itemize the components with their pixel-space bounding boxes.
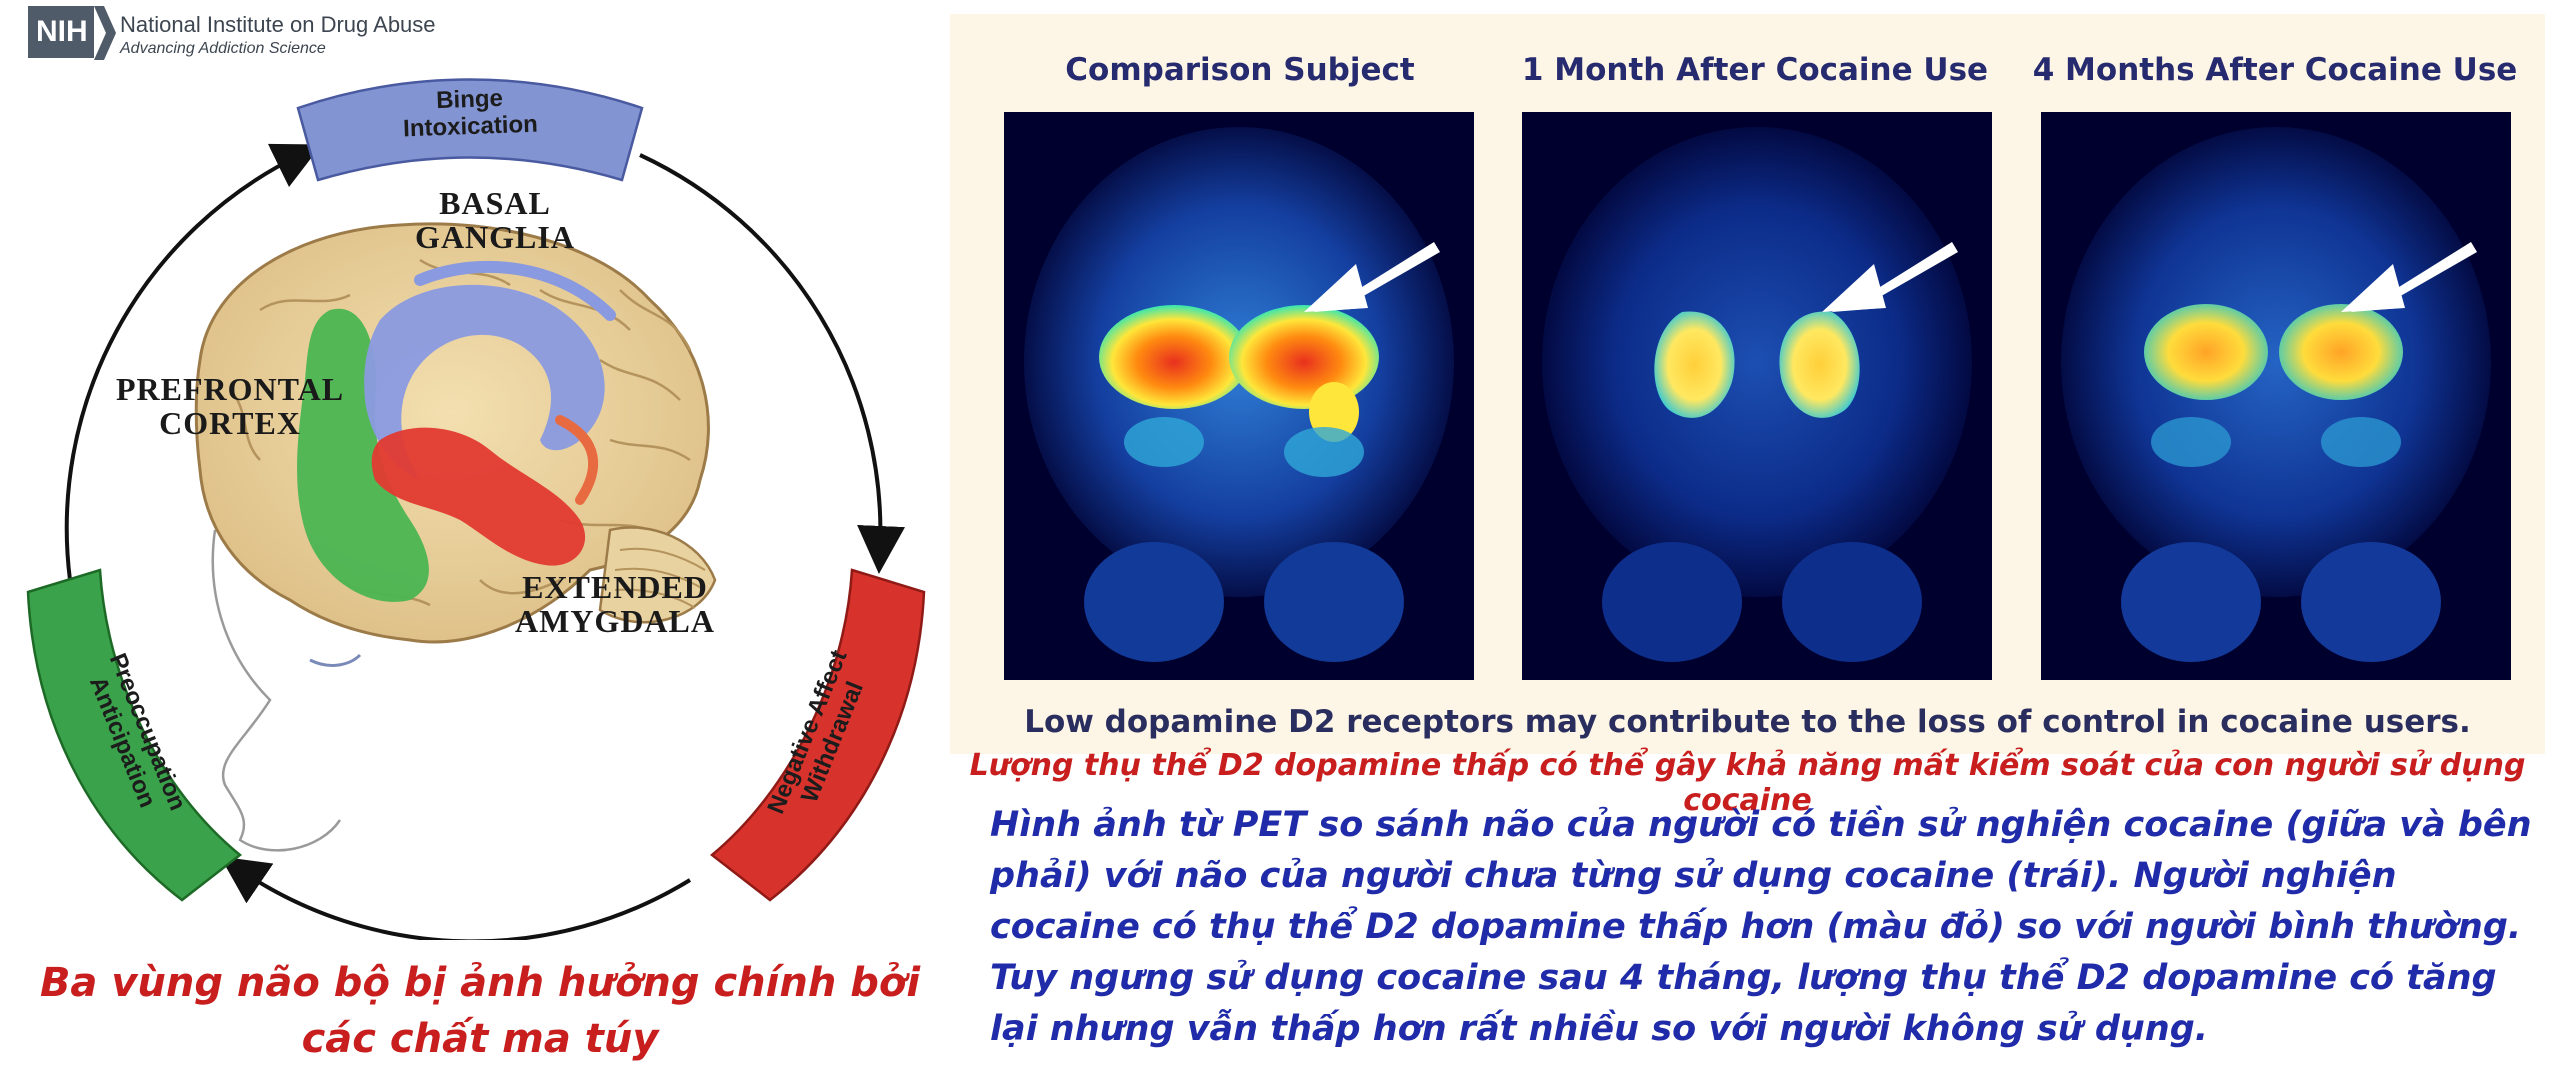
extended-amygdala-region [371,427,586,566]
extended-amygdala-label: Extended Amygdala [515,569,715,639]
prefrontal-cortex-label: Prefrontal Cortex [115,371,345,441]
arrow-icon [1304,242,1440,312]
scan-title-4-months: 4 Months After Cocaine Use [2032,52,2518,88]
pet-scan-comparison [1004,112,1474,680]
addiction-cycle-figure [26,78,926,940]
cycle-arrow-right [639,153,906,574]
pet-caption-vi: Lượng thụ thể D2 dopamine thấp có thể gâ… [969,748,2526,818]
nih-abbr: NIH [28,6,94,58]
nih-tagline: Advancing Addiction Science [120,40,326,57]
basal-ganglia-label: Basal Ganglia [415,185,575,255]
pet-scan-panel: Comparison Subject 1 Month After Cocaine… [950,14,2545,754]
nih-chevron-icon [94,6,116,60]
head-outline [211,529,342,852]
left-caption: Ba vùng não bộ bị ảnh hưởng chính bởi cá… [39,960,921,1062]
cycle-arrow-left [64,143,322,581]
nih-logo: NIH National Institute on Drug Abuse Adv… [28,4,488,64]
arrow-icon [1822,242,1958,312]
basal-ganglia-region [364,284,605,480]
nih-name: National Institute on Drug Abuse [120,12,436,37]
cycle-arrow-bottom [220,856,692,940]
preoccupation-banner [26,568,243,902]
negative-affect-banner [710,568,926,902]
scan-title-comparison: Comparison Subject [1065,52,1415,88]
pet-description: Hình ảnh từ PET so sánh não của người có… [990,805,2532,1049]
scan-title-1-month: 1 Month After Cocaine Use [1521,52,1989,88]
binge-intoxication-banner [296,78,644,182]
pet-scan-1-month [1522,112,1992,680]
pet-scan-4-months [2041,112,2511,680]
prefrontal-cortex-region [297,308,429,602]
arrow-icon [2341,242,2477,312]
pet-caption-en: Low dopamine D2 receptors may contribute… [1024,704,2471,740]
binge-intoxication-label: Binge Intoxication [402,84,539,143]
addiction-cycle-diagram: Binge Intoxication Negative Affect Withd… [0,60,940,940]
